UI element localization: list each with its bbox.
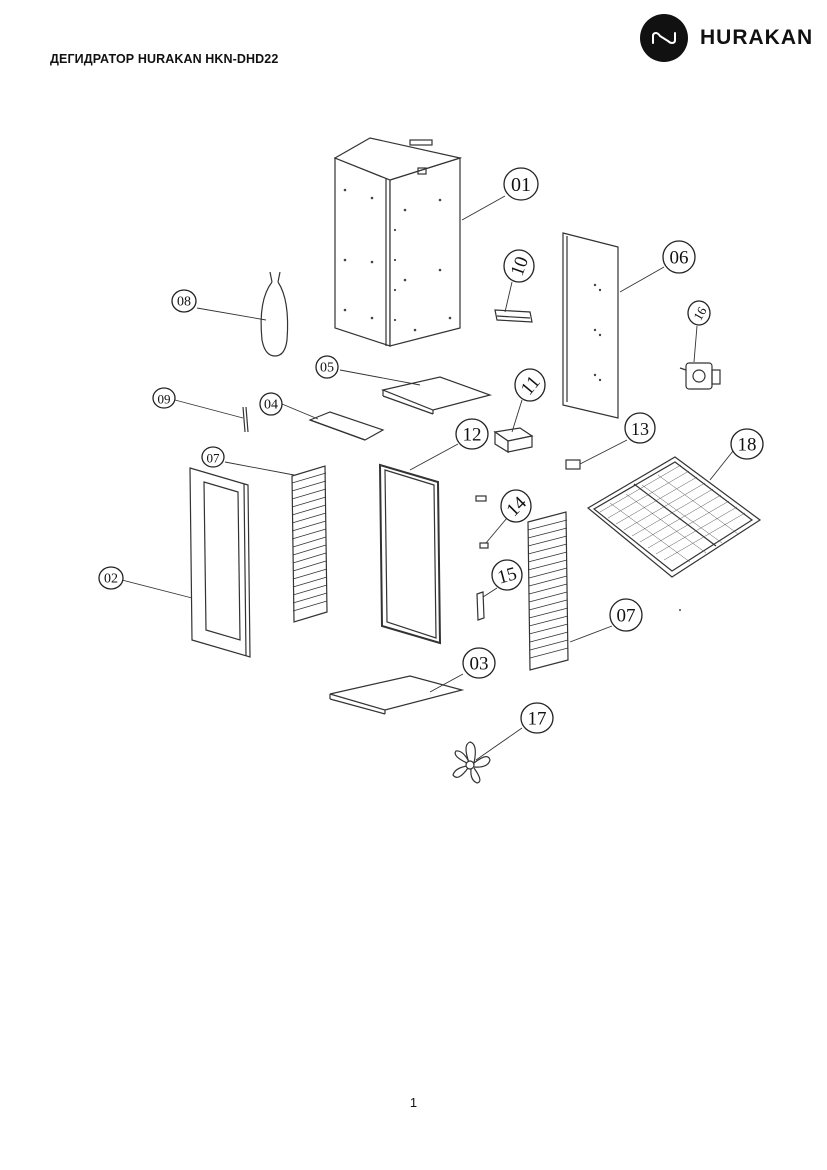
callout-label: 17 bbox=[528, 709, 547, 730]
callout-label: 03 bbox=[470, 654, 489, 675]
part-door bbox=[189, 467, 251, 658]
callout-label: 07 bbox=[207, 451, 221, 466]
document-title: ДЕГИДРАТОР HURAKAN HKN-DHD22 bbox=[50, 52, 279, 66]
hurakan-logo-icon bbox=[640, 14, 688, 62]
callout-label: 18 bbox=[738, 435, 757, 456]
callout-label: 15 bbox=[495, 563, 519, 588]
part-clips bbox=[475, 495, 489, 549]
part-rack-right bbox=[527, 511, 569, 671]
part-fan-blade bbox=[452, 741, 491, 784]
part-heating-element bbox=[260, 271, 289, 357]
part-bracket bbox=[494, 309, 533, 323]
callout-label: 01 bbox=[511, 174, 531, 196]
callout-label: 04 bbox=[264, 398, 278, 413]
callout-label: 13 bbox=[631, 419, 649, 439]
callout-label: 05 bbox=[320, 361, 334, 376]
part-switch bbox=[565, 459, 581, 470]
leader-lines bbox=[121, 195, 734, 761]
brand-logo: HURAKAN bbox=[640, 14, 813, 62]
callout-label: 06 bbox=[670, 248, 689, 269]
part-door-seal bbox=[378, 463, 442, 645]
part-mesh-tray bbox=[586, 456, 762, 578]
part-control-box bbox=[493, 427, 534, 454]
callout-label: 12 bbox=[463, 425, 482, 446]
part-hinge bbox=[476, 591, 485, 621]
callout-label: 08 bbox=[177, 295, 191, 310]
part-motor bbox=[679, 362, 721, 390]
brand-name: HURAKAN bbox=[700, 26, 814, 49]
part-rail bbox=[308, 411, 385, 441]
callout-label: 02 bbox=[104, 572, 118, 587]
callout-label: 09 bbox=[158, 392, 171, 407]
page-number: 1 bbox=[409, 1095, 418, 1110]
callout-label: 07 bbox=[617, 606, 636, 627]
part-rack-left bbox=[291, 465, 328, 623]
part-top-plate bbox=[380, 376, 493, 415]
part-housing bbox=[333, 137, 463, 347]
part-handle bbox=[242, 406, 249, 433]
part-back-panel bbox=[562, 232, 619, 419]
part-bottom-plate bbox=[329, 675, 465, 715]
